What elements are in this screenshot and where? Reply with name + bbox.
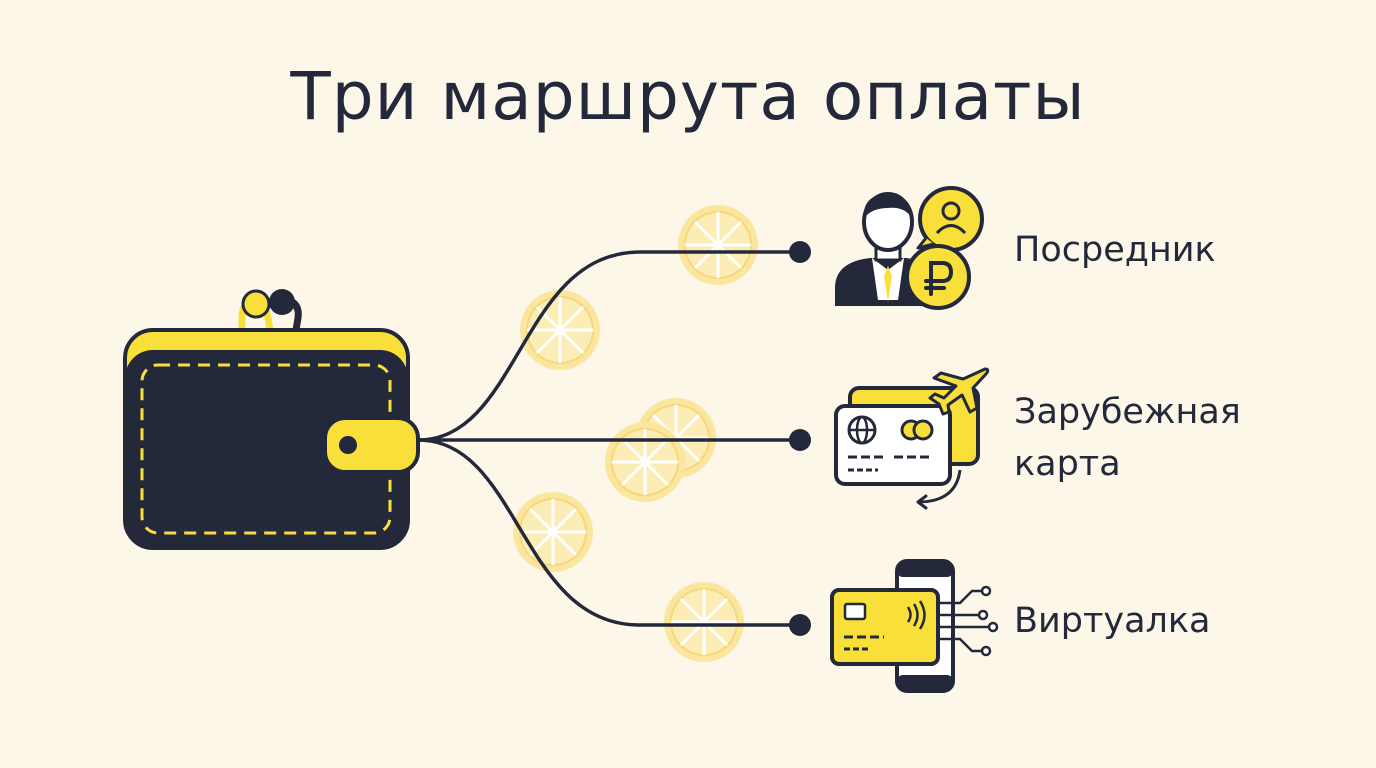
route-endpoint-dot [789, 429, 811, 451]
route-label-virtual-card: Виртуалка [1014, 595, 1210, 647]
lemon-slice-icon [603, 420, 687, 504]
lemon-slice-icon [511, 490, 595, 574]
intermediary-person-ruble-icon [835, 186, 984, 310]
route-line-intermediary [416, 250, 802, 442]
route-label-line: карта [1014, 444, 1121, 484]
route-endpoint-dot [789, 614, 811, 636]
route-label-line: Виртуалка [1014, 601, 1211, 641]
route-line-virtual-card [416, 438, 802, 627]
virtual-card-phone-icon [830, 559, 999, 693]
wallet-icon [123, 289, 420, 550]
lemon-slice-icon [676, 203, 760, 287]
foreign-card-plane-icon [834, 367, 990, 510]
page-title: Три маршрута оплаты [290, 58, 1086, 135]
route-label-line: Зарубежная [1014, 392, 1241, 432]
route-endpoint-dot [789, 241, 811, 263]
lemon-slice-icon [662, 580, 746, 664]
route-label-foreign-card: Зарубежная карта [1014, 386, 1241, 490]
route-label-line: Посредник [1014, 230, 1216, 270]
route-label-intermediary: Посредник [1014, 224, 1216, 276]
